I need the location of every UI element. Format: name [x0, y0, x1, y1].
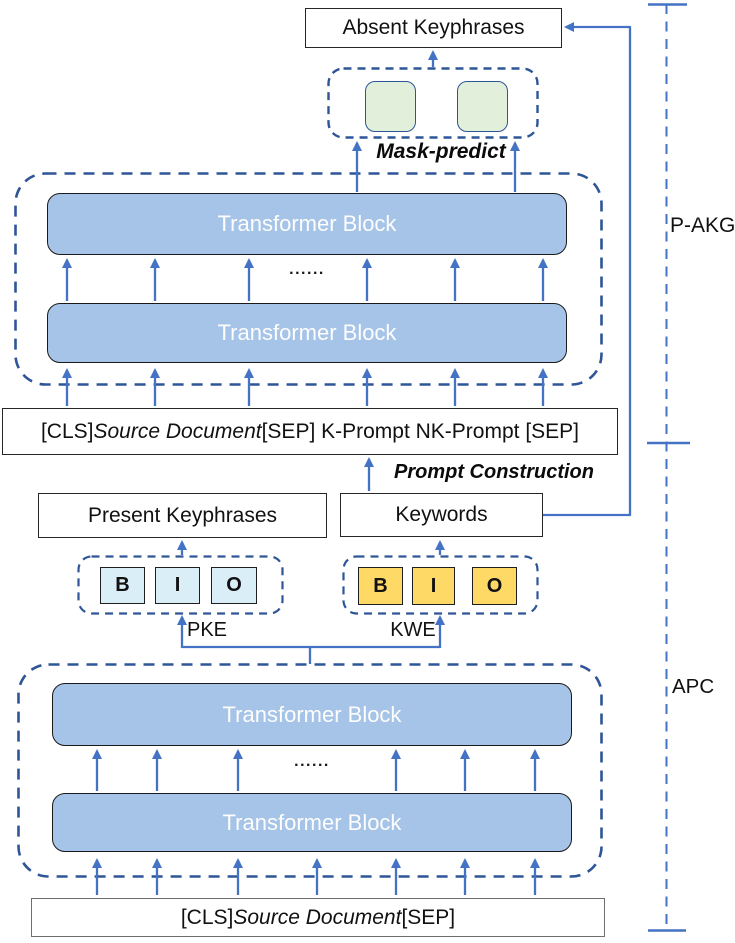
transformer-block-label: Transformer Block	[217, 211, 397, 236]
transformer-block-top-upper: Transformer Block	[47, 193, 567, 255]
mask-token-2	[457, 81, 508, 132]
bio-left-i: I	[155, 567, 200, 604]
prompt-cls-token: [CLS]	[40, 419, 94, 443]
transformer-block-top-lower: Transformer Block	[52, 683, 572, 746]
transformer-block-bottom-lower: Transformer Block	[52, 793, 572, 852]
absent-keyphrases-label: Absent Keyphrases	[342, 16, 525, 39]
mask-token-1	[365, 81, 416, 132]
section-brackets	[647, 3, 690, 932]
pakg-bracket-label: P-AKG	[670, 214, 735, 237]
prompt-source-document: Source Document	[93, 419, 262, 443]
bio-right-b: B	[358, 567, 403, 605]
present-keyphrases-label: Present Keyphrases	[87, 503, 278, 527]
keywords-box: Keywords	[340, 493, 543, 537]
bio-right-o: O	[472, 567, 517, 605]
input-source-document: Source Document	[233, 905, 402, 929]
transformer-block-label: Transformer Block	[222, 809, 402, 835]
transformer-block-label: Transformer Block	[222, 701, 402, 727]
present-keyphrases-box: Present Keyphrases	[38, 493, 327, 538]
mask-predict-label: Mask-predict	[376, 140, 506, 163]
absent-keyphrases-box: Absent Keyphrases	[305, 8, 562, 48]
prompt-sequence-box: [CLS] Source Document [SEP] K-Prompt NK-…	[2, 408, 618, 455]
transformer-block-bottom-upper: Transformer Block	[47, 303, 567, 363]
apc-bracket-label: APC	[672, 675, 715, 698]
bio-left-b: B	[100, 567, 145, 604]
prompt-rest: [SEP] K-Prompt NK-Prompt [SEP]	[261, 419, 580, 443]
bio-right-i: I	[412, 567, 455, 605]
prompt-construction-label: Prompt Construction	[394, 460, 594, 483]
keywords-label: Keywords	[395, 503, 488, 526]
bio-left-o: O	[211, 567, 257, 604]
ellipsis-upper: ......	[289, 261, 325, 278]
input-sep-token: [SEP]	[401, 905, 456, 929]
transformer-block-label: Transformer Block	[217, 320, 397, 345]
source-document-input-box: [CLS] Source Document [SEP]	[31, 898, 605, 937]
pke-label: PKE	[186, 619, 228, 641]
ellipsis-lower: ......	[294, 753, 330, 770]
input-cls-token: [CLS]	[180, 905, 234, 929]
kwe-label: KWE	[390, 619, 436, 641]
